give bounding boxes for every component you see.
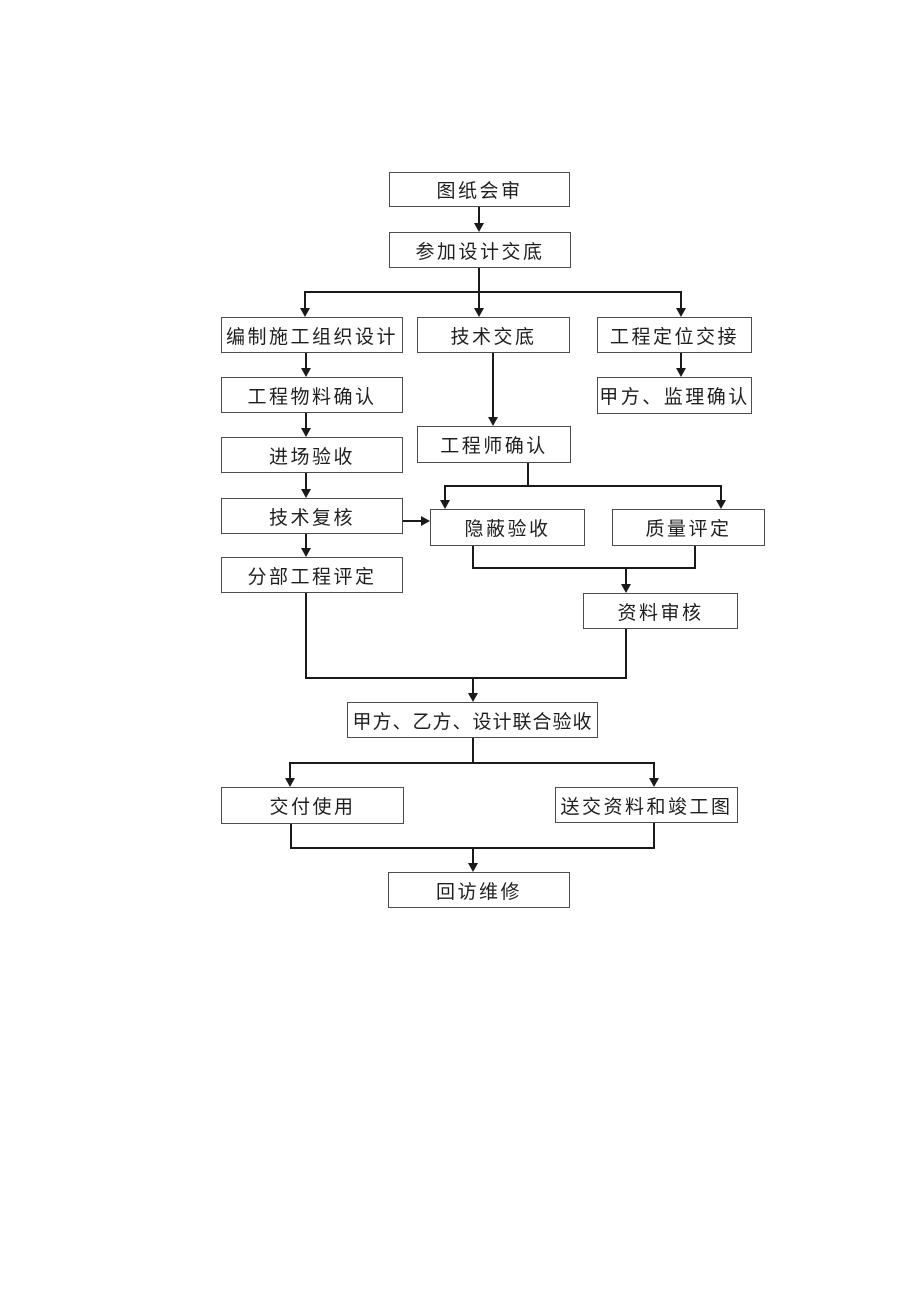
flow-node-label: 技术复核	[268, 507, 355, 529]
flow-node-technical-disclosure: 技术交底	[417, 317, 570, 353]
edge-line	[694, 546, 696, 568]
edge-line	[403, 520, 423, 522]
edge-line	[305, 534, 307, 550]
flow-node-label: 送交资料和竣工图	[560, 796, 733, 818]
edge-line	[478, 291, 480, 310]
flow-node-label: 质量评定	[645, 519, 732, 540]
flow-node-positioning-handover: 工程定位交接	[597, 317, 752, 353]
flow-node-label: 进场验收	[268, 446, 355, 468]
flow-node-construction-org-design: 编制施工组织设计	[221, 317, 403, 353]
flow-node-joint-acceptance: 甲方、乙方、设计联合验收	[347, 702, 598, 738]
flow-node-drawing-review: 图纸会审	[389, 172, 570, 207]
flow-node-material-confirmation: 工程物料确认	[221, 377, 403, 413]
edge-line	[653, 823, 655, 848]
arrowhead-down-icon	[621, 584, 631, 593]
edge-line	[289, 762, 291, 780]
edge-line	[304, 291, 306, 310]
flow-node-return-visit-maintenance: 回访维修	[388, 872, 570, 908]
flow-node-label: 技术交底	[450, 326, 537, 348]
edge-line	[472, 567, 696, 569]
edge-line	[289, 762, 655, 764]
flow-node-owner-supervisor-confirmation: 甲方、监理确认	[597, 377, 752, 414]
arrowhead-down-icon	[468, 693, 478, 702]
flow-node-label: 甲方、监理确认	[599, 387, 750, 408]
edge-line	[305, 473, 307, 491]
flow-node-technical-recheck: 技术复核	[221, 498, 403, 534]
flow-node-delivery-for-use: 交付使用	[221, 787, 404, 824]
arrowhead-down-icon	[468, 863, 478, 872]
edge-line	[680, 291, 682, 310]
edge-line	[305, 593, 307, 678]
arrowhead-down-icon	[301, 548, 311, 557]
edge-line	[492, 353, 494, 419]
arrowhead-down-icon	[474, 308, 484, 317]
edge-line	[472, 738, 474, 763]
arrowhead-down-icon	[285, 778, 295, 787]
edge-line	[444, 485, 446, 502]
arrowhead-down-icon	[440, 500, 450, 509]
flow-node-label: 工程物料确认	[247, 386, 377, 408]
flow-node-label: 工程定位交接	[609, 326, 739, 348]
flow-node-design-disclosure: 参加设计交底	[389, 232, 571, 268]
arrowhead-down-icon	[474, 223, 484, 232]
edge-line	[527, 463, 529, 486]
edge-line	[478, 207, 480, 224]
edge-line	[653, 762, 655, 780]
flow-node-document-review: 资料审核	[583, 593, 738, 629]
edge-line	[305, 677, 627, 679]
edge-line	[304, 291, 682, 293]
flow-node-label: 隐蔽验收	[464, 519, 551, 540]
flow-node-submit-asbuilt-documents: 送交资料和竣工图	[555, 787, 738, 823]
edge-line	[625, 629, 627, 678]
flow-node-label: 回访维修	[435, 881, 522, 903]
edge-line	[305, 353, 307, 370]
flow-node-label: 甲方、乙方、设计联合验收	[352, 711, 593, 733]
arrowhead-down-icon	[676, 368, 686, 377]
flow-node-quality-assessment: 质量评定	[612, 509, 765, 546]
arrowhead-down-icon	[301, 428, 311, 437]
edge-line	[472, 677, 474, 695]
edge-line	[680, 353, 682, 370]
arrowhead-down-icon	[301, 368, 311, 377]
edge-line	[472, 546, 474, 568]
flow-node-division-work-assessment: 分部工程评定	[221, 557, 403, 593]
flow-node-label: 交付使用	[269, 797, 356, 818]
edge-line	[625, 567, 627, 586]
edge-line	[720, 485, 722, 502]
edge-line	[444, 485, 722, 487]
flow-node-site-entry-acceptance: 进场验收	[221, 437, 403, 473]
arrowhead-right-icon	[421, 516, 430, 526]
arrowhead-down-icon	[300, 308, 310, 317]
flow-node-label: 分部工程评定	[247, 566, 377, 588]
edge-line	[290, 824, 292, 848]
edge-line	[478, 268, 480, 292]
flow-node-label: 工程师确认	[440, 436, 548, 457]
arrowhead-down-icon	[649, 778, 659, 787]
flow-node-concealed-work-acceptance: 隐蔽验收	[430, 509, 585, 546]
flow-node-engineer-confirmation: 工程师确认	[417, 426, 571, 463]
arrowhead-down-icon	[716, 500, 726, 509]
flow-node-label: 资料审核	[617, 602, 704, 624]
edge-line	[472, 847, 474, 865]
flow-node-label: 编制施工组织设计	[225, 326, 398, 348]
edge-line	[305, 413, 307, 430]
arrowhead-down-icon	[301, 489, 311, 498]
flow-node-label: 图纸会审	[436, 181, 523, 202]
arrowhead-down-icon	[676, 308, 686, 317]
arrowhead-down-icon	[488, 417, 498, 426]
flow-node-label: 参加设计交底	[415, 241, 545, 263]
